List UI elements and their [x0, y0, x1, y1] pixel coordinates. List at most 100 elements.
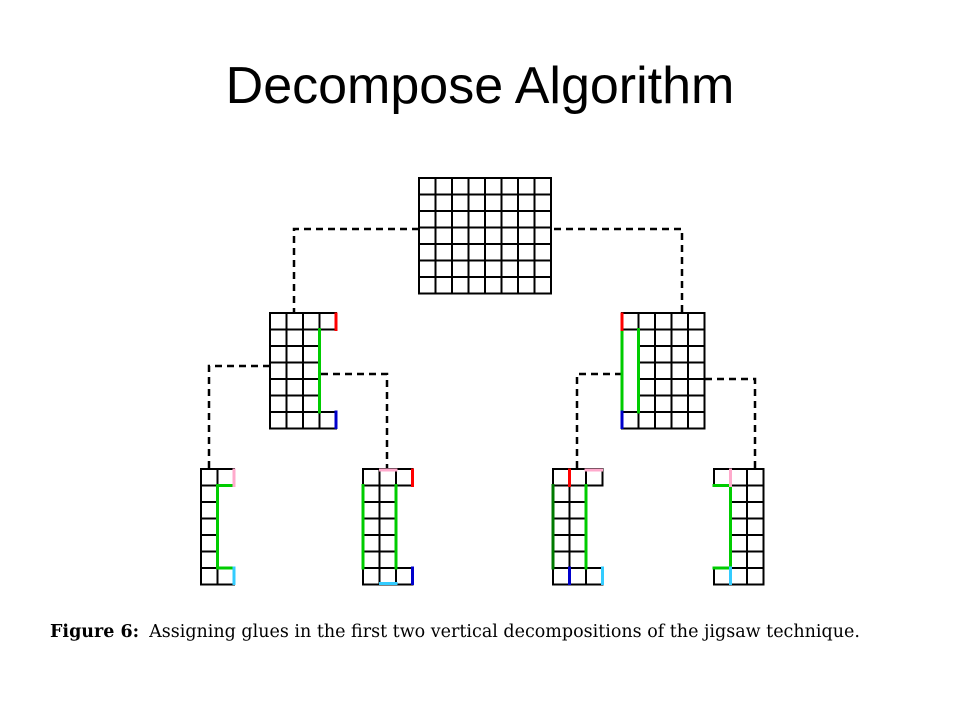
grid-cell	[216, 468, 235, 487]
grid-cell	[746, 501, 765, 520]
grid-cell	[451, 177, 470, 196]
grid-cell	[568, 517, 587, 536]
leaf-piece-3	[551, 468, 604, 586]
grid-cell	[200, 534, 219, 553]
grid-cell	[568, 550, 587, 569]
grid-cell	[637, 345, 656, 364]
grid-cell	[318, 312, 337, 331]
grid-cell	[729, 534, 748, 553]
grid-cell	[517, 243, 536, 262]
grid-cell	[451, 243, 470, 262]
grid-cell	[285, 378, 304, 397]
left-piece	[269, 312, 338, 430]
grid-cell	[434, 243, 453, 262]
grid-cell	[637, 411, 656, 430]
grid-cell	[451, 193, 470, 212]
grid-cell	[200, 501, 219, 520]
grid-cell	[687, 394, 706, 413]
grid-cell	[484, 259, 503, 278]
grid-cell	[746, 484, 765, 503]
grid-cell	[500, 226, 519, 245]
tree-connector-right-right	[705, 377, 757, 468]
tree-connector-right	[554, 227, 684, 312]
tree-connector-left	[292, 227, 419, 312]
grid-cell	[746, 567, 765, 586]
grid-cell	[318, 411, 337, 430]
grid-cell	[302, 312, 321, 331]
grid-cell	[670, 411, 689, 430]
grid-cell	[552, 517, 571, 536]
grid-cell	[467, 193, 486, 212]
grid-cell	[687, 361, 706, 380]
grid-cell	[517, 276, 536, 295]
grid-cell	[200, 550, 219, 569]
grid-cell	[467, 276, 486, 295]
grid-cell	[434, 177, 453, 196]
root-grid	[418, 177, 552, 295]
grid-cell	[746, 517, 765, 536]
grid-cell	[654, 394, 673, 413]
grid-cell	[434, 210, 453, 229]
grid-cell	[362, 567, 381, 586]
grid-cell	[378, 501, 397, 520]
grid-cell	[362, 468, 381, 487]
grid-cell	[654, 378, 673, 397]
grid-cell	[533, 193, 552, 212]
grid-cell	[654, 411, 673, 430]
grid-cell	[654, 328, 673, 347]
grid-cell	[200, 468, 219, 487]
grid-cell	[729, 501, 748, 520]
grid-cell	[670, 361, 689, 380]
grid-cell	[637, 394, 656, 413]
grid-cell	[434, 193, 453, 212]
right-piece	[620, 312, 706, 430]
grid-cell	[533, 210, 552, 229]
grid-cell	[552, 501, 571, 520]
grid-cell	[451, 276, 470, 295]
grid-cell	[362, 517, 381, 536]
grid-cell	[500, 210, 519, 229]
grid-cell	[302, 361, 321, 380]
grid-cell	[500, 243, 519, 262]
grid-cell	[533, 243, 552, 262]
grid-cell	[670, 312, 689, 331]
grid-cell	[451, 226, 470, 245]
grid-cell	[517, 177, 536, 196]
grid-cell	[418, 226, 437, 245]
grid-cell	[418, 243, 437, 262]
slide-title: Decompose Algorithm	[225, 57, 735, 115]
grid-cell	[434, 276, 453, 295]
grid-cell	[729, 517, 748, 536]
grid-cell	[585, 567, 604, 586]
leaf-piece-2	[361, 468, 414, 586]
grid-cell	[637, 328, 656, 347]
grid-cell	[200, 567, 219, 586]
grid-cell	[654, 312, 673, 331]
grid-cell	[500, 259, 519, 278]
grid-cell	[500, 276, 519, 295]
grid-cell	[517, 210, 536, 229]
grid-cell	[670, 345, 689, 364]
grid-cell	[302, 328, 321, 347]
grid-cell	[362, 534, 381, 553]
grid-cell	[552, 550, 571, 569]
grid-cell	[484, 243, 503, 262]
grid-cell	[687, 345, 706, 364]
grid-cell	[285, 411, 304, 430]
grid-cell	[484, 276, 503, 295]
tree-connector-left-right	[321, 372, 389, 468]
grid-cell	[418, 276, 437, 295]
grid-cell	[729, 484, 748, 503]
grid-cell	[568, 484, 587, 503]
grid-cell	[269, 378, 288, 397]
grid-cell	[216, 567, 235, 586]
grid-cell	[654, 345, 673, 364]
grid-cell	[362, 550, 381, 569]
grid-cell	[670, 328, 689, 347]
grid-cell	[500, 177, 519, 196]
grid-cell	[654, 361, 673, 380]
grid-cell	[467, 243, 486, 262]
tree-connector-right-left	[575, 372, 622, 468]
grid-cell	[552, 567, 571, 586]
